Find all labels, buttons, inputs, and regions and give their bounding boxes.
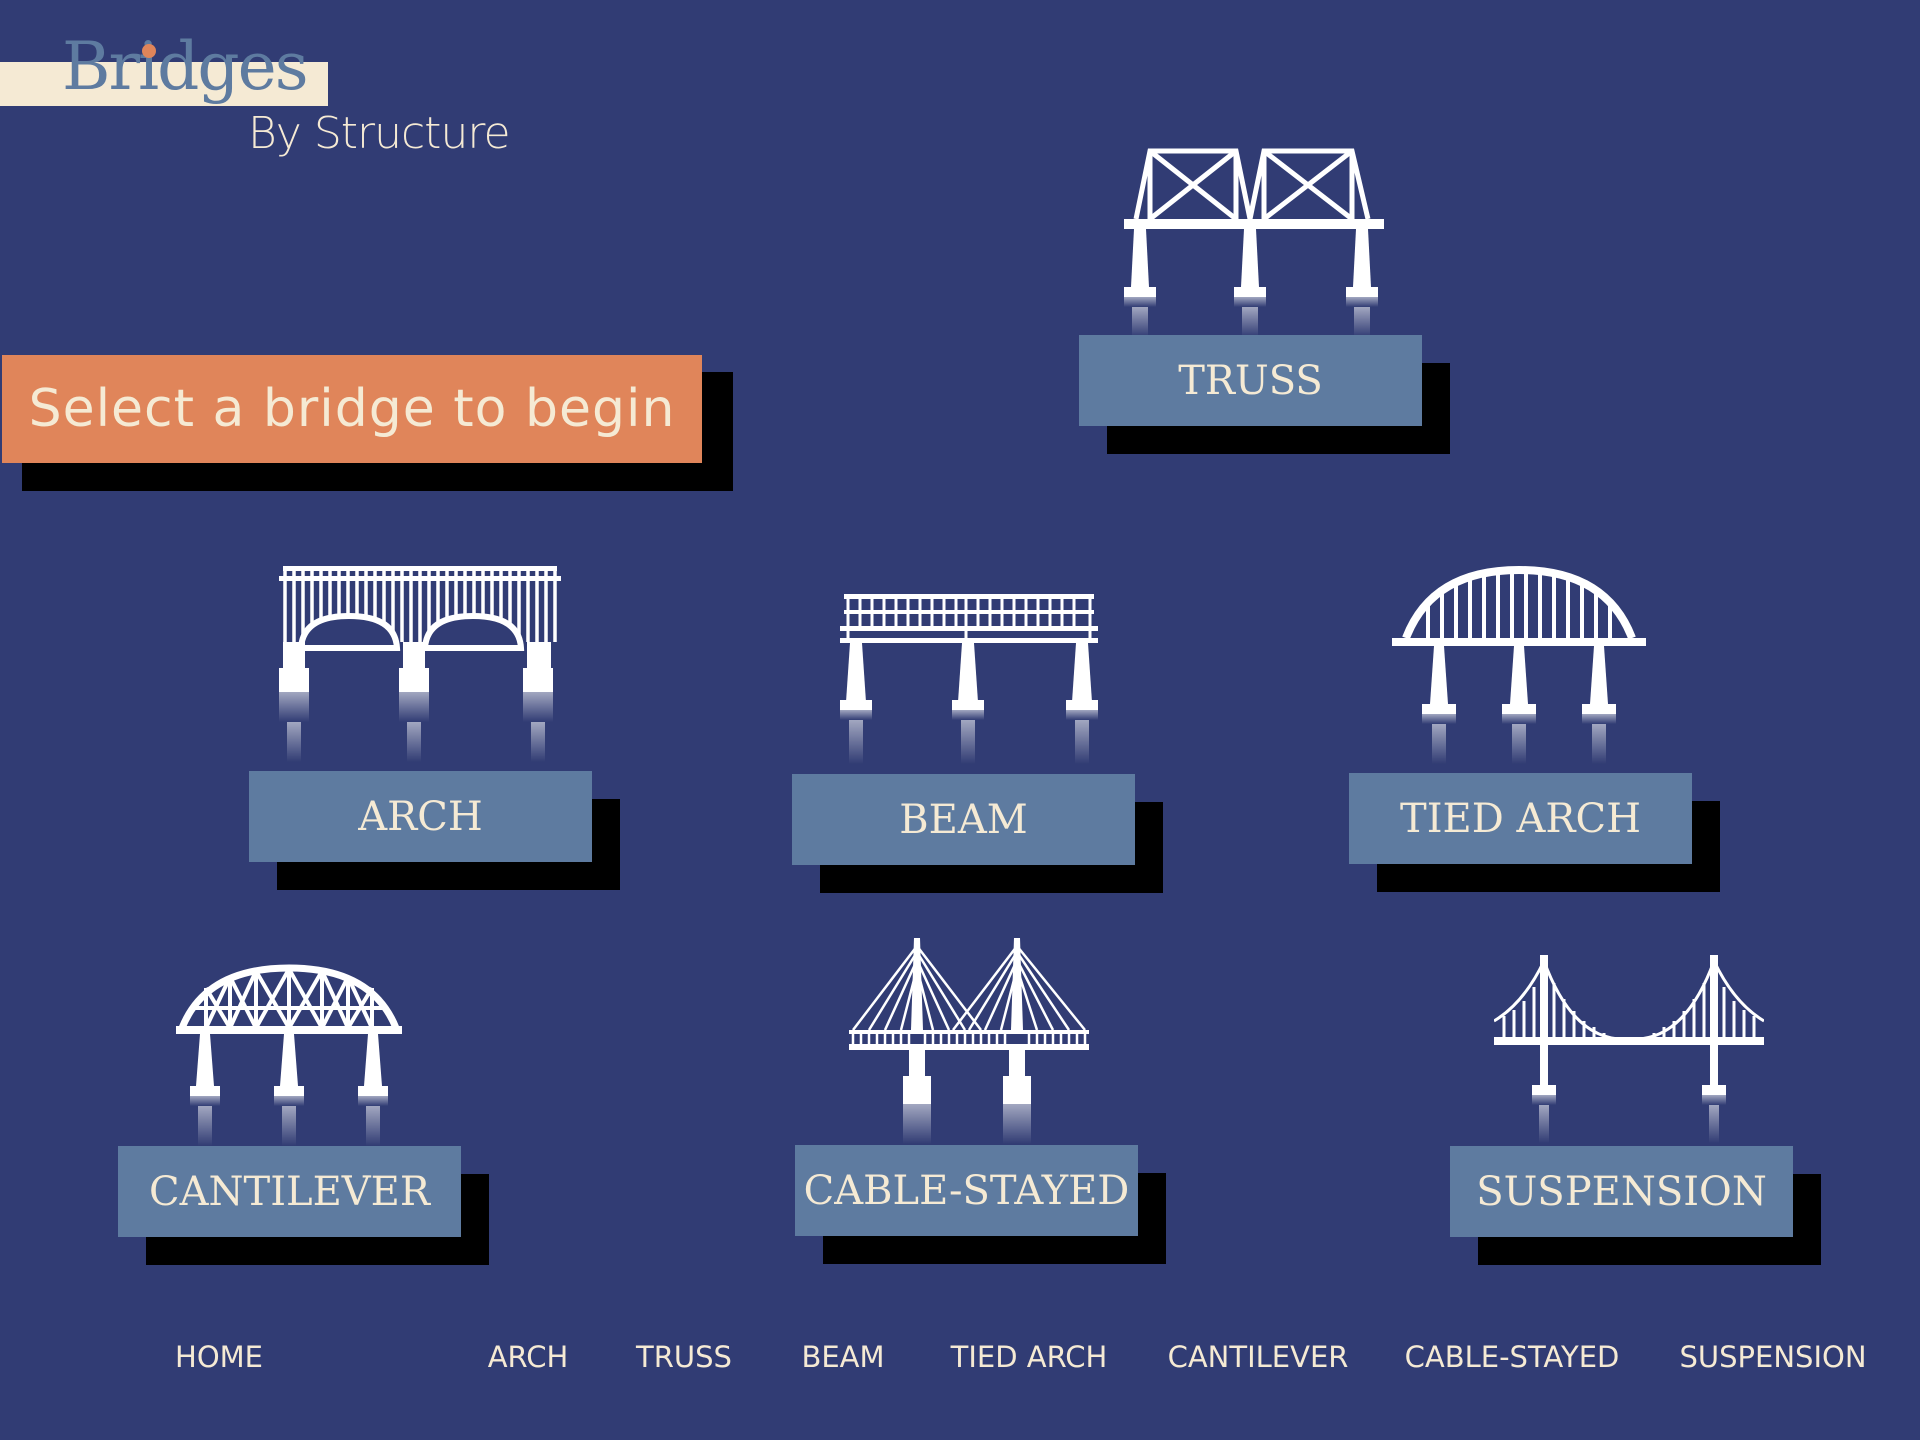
beam-bridge-icon[interactable] [840,594,1098,774]
truss-bridge-icon[interactable] [1124,147,1384,337]
cable-stayed-button[interactable]: CABLE-STAYED [795,1145,1138,1236]
nav-home[interactable]: HOME [175,1340,263,1374]
nav-arch[interactable]: ARCH [487,1340,569,1374]
logo-bar [0,62,328,106]
nav-truss[interactable]: TRUSS [636,1340,732,1374]
logo-title: Bridges [62,28,309,105]
truss-button[interactable]: TRUSS [1079,335,1422,426]
suspension-bridge-icon[interactable] [1494,953,1764,1148]
cantilever-bridge-icon[interactable] [176,962,402,1152]
arch-bridge-icon[interactable] [279,566,561,771]
tied-arch-button[interactable]: TIED ARCH [1349,773,1692,864]
cable-stayed-bridge-icon[interactable] [849,938,1089,1148]
nav-tied-arch[interactable]: TIED ARCH [950,1340,1108,1374]
cantilever-button[interactable]: CANTILEVER [118,1146,461,1237]
nav-beam[interactable]: BEAM [801,1340,885,1374]
beam-button[interactable]: BEAM [792,774,1135,865]
nav-suspension[interactable]: SUSPENSION [1679,1340,1867,1374]
arch-button[interactable]: ARCH [249,771,592,862]
logo-subtitle: By Structure [248,108,511,159]
tied-arch-bridge-icon[interactable] [1392,566,1646,771]
nav-cable-stayed[interactable]: CABLE-STAYED [1404,1340,1620,1374]
nav-cantilever[interactable]: CANTILEVER [1167,1340,1349,1374]
suspension-button[interactable]: SUSPENSION [1450,1146,1793,1237]
logo-dot [142,44,156,58]
select-bridge-banner: Select a bridge to begin [2,355,702,463]
